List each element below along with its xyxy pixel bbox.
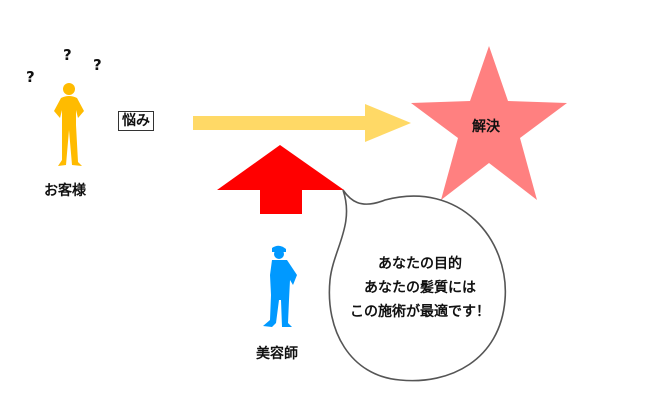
stylist-man-icon [263,245,297,327]
question-mark: ? [63,46,72,64]
speech-line: この施術が最適です！ [350,304,490,320]
stylist-label: 美容師 [256,346,298,362]
customer-woman-icon [54,83,84,166]
speech-line: あなたの髪質には [364,280,476,296]
red-arrow [217,145,344,214]
speech-text: あなたの目的 あなたの髪質には この施術が最適です！ [335,252,505,324]
worry-label: 悩み [118,111,154,131]
question-mark: ? [26,68,35,86]
yellow-arrow [193,104,411,142]
speech-bubble [328,189,507,382]
customer-label: お客様 [44,183,86,199]
solution-label: 解決 [472,119,500,135]
speech-line: あなたの目的 [378,256,462,272]
solution-star [411,46,567,200]
question-mark: ? [93,56,102,74]
